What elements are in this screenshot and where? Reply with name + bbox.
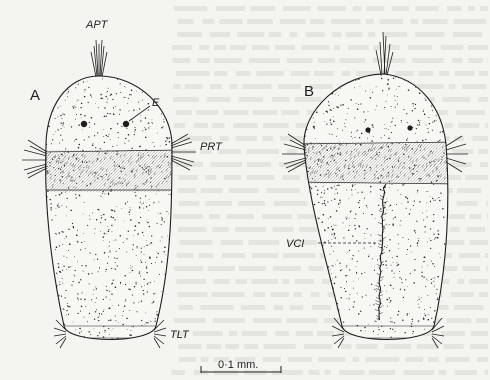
eyespot-a-left [81, 121, 87, 127]
prototroch-band-a [40, 150, 180, 192]
eyespot-b-right [407, 125, 412, 130]
scale-bar-label: 0·1 mm. [218, 359, 258, 371]
label-apt: APT [85, 19, 109, 31]
label-tlt: TLT [170, 329, 190, 341]
eyespot-a-right [123, 121, 129, 127]
label-e: E [152, 97, 160, 109]
panel-letter-a: A [30, 87, 40, 104]
body-outline-b [304, 74, 448, 340]
panel-a: A APT E PRT [22, 19, 223, 348]
label-prt: PRT [200, 141, 223, 153]
eyespot-b-left [365, 127, 370, 132]
panel-letter-b: B [304, 83, 314, 100]
prototroch-tuft-a-left [22, 140, 47, 178]
body-outline-a [46, 76, 172, 340]
prototroch-band-b [296, 142, 456, 184]
apical-tuft-b [376, 32, 393, 75]
label-vci: VCI [286, 238, 304, 250]
panel-b: B VCI [282, 32, 468, 348]
apical-tuft-a [91, 40, 107, 77]
